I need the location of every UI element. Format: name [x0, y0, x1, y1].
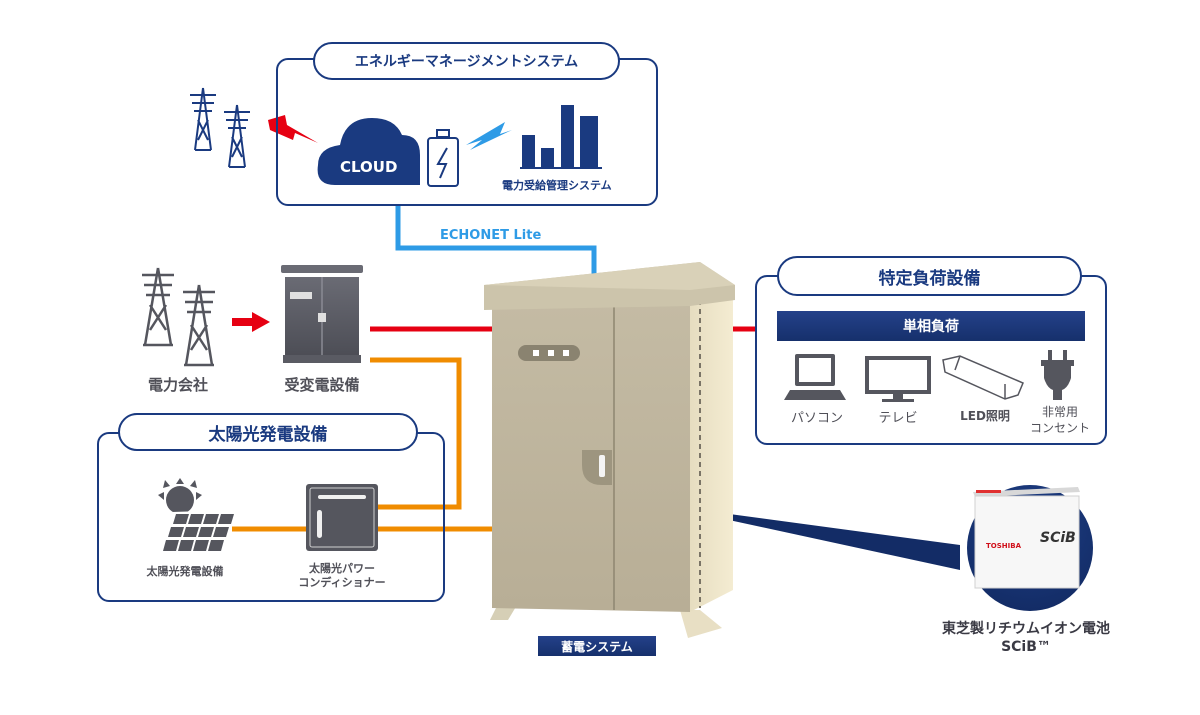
solar-line-upper — [370, 357, 462, 510]
power-conditioner-label: 太陽光パワー コンディショナー — [282, 562, 402, 590]
battery-charge-icon — [427, 129, 459, 187]
led-light-icon — [942, 355, 1024, 400]
echonet-lite-label: ECHONET Lite — [440, 228, 542, 243]
solar-panel-icon — [155, 478, 235, 555]
substation-icon — [281, 265, 363, 363]
power-company-label: 電力会社 — [147, 376, 208, 394]
battery-caption-line2: SCiB™ — [1001, 639, 1051, 655]
solar-section-title: 太陽光発電設備 — [118, 413, 418, 451]
power-conditioner-label-line1: 太陽光パワー — [309, 562, 375, 575]
plug-icon — [1041, 350, 1074, 400]
load-item-outlet-label-line2: コンセント — [1029, 421, 1090, 435]
bar-chart-icon — [520, 105, 602, 169]
lightning-red-icon — [268, 115, 318, 143]
ems-title: エネルギーマネージメントシステム — [313, 42, 620, 80]
power-conditioner-label-line2: コンディショナー — [298, 576, 386, 589]
scib-battery-image — [973, 487, 1080, 589]
solar-panel-label: 太陽光発電設備 — [146, 565, 224, 578]
echonet-line — [395, 205, 597, 275]
power-management-system-label: 電力受給管理システム — [502, 179, 612, 192]
single-phase-load-bar: 単相負荷 — [777, 311, 1085, 341]
battery-caption: 東芝製リチウムイオン電池 SCiB™ — [910, 620, 1142, 656]
load-item-led-label: LED照明 — [960, 409, 1010, 423]
scib-logo: SCiB — [1040, 530, 1076, 546]
load-section-title: 特定負荷設備 — [777, 256, 1082, 296]
arrow-right-icon — [232, 312, 270, 332]
power-conditioner-icon — [306, 484, 378, 551]
load-item-outlet-label-line1: 非常用 — [1041, 405, 1078, 419]
tv-icon — [865, 356, 931, 402]
load-item-pc-label: パソコン — [790, 411, 843, 426]
transmission-tower-icon-gray — [142, 267, 215, 367]
battery-caption-line1: 東芝製リチウムイオン電池 — [942, 621, 1110, 637]
storage-cabinet-image — [484, 262, 735, 638]
transmission-tower-icon-blue — [190, 87, 250, 168]
cloud-label: CLOUD — [340, 158, 398, 176]
storage-system-label: 蓄電システム — [538, 636, 656, 656]
load-item-tv-label: テレビ — [878, 411, 918, 426]
cloud-icon — [317, 118, 420, 185]
laptop-icon — [784, 354, 846, 400]
load-item-outlet-label: 非常用 コンセント — [1022, 404, 1098, 436]
lightning-blue-icon — [466, 122, 512, 150]
toshiba-logo: TOSHIBA — [986, 542, 1021, 550]
substation-label: 受変電設備 — [284, 376, 360, 394]
